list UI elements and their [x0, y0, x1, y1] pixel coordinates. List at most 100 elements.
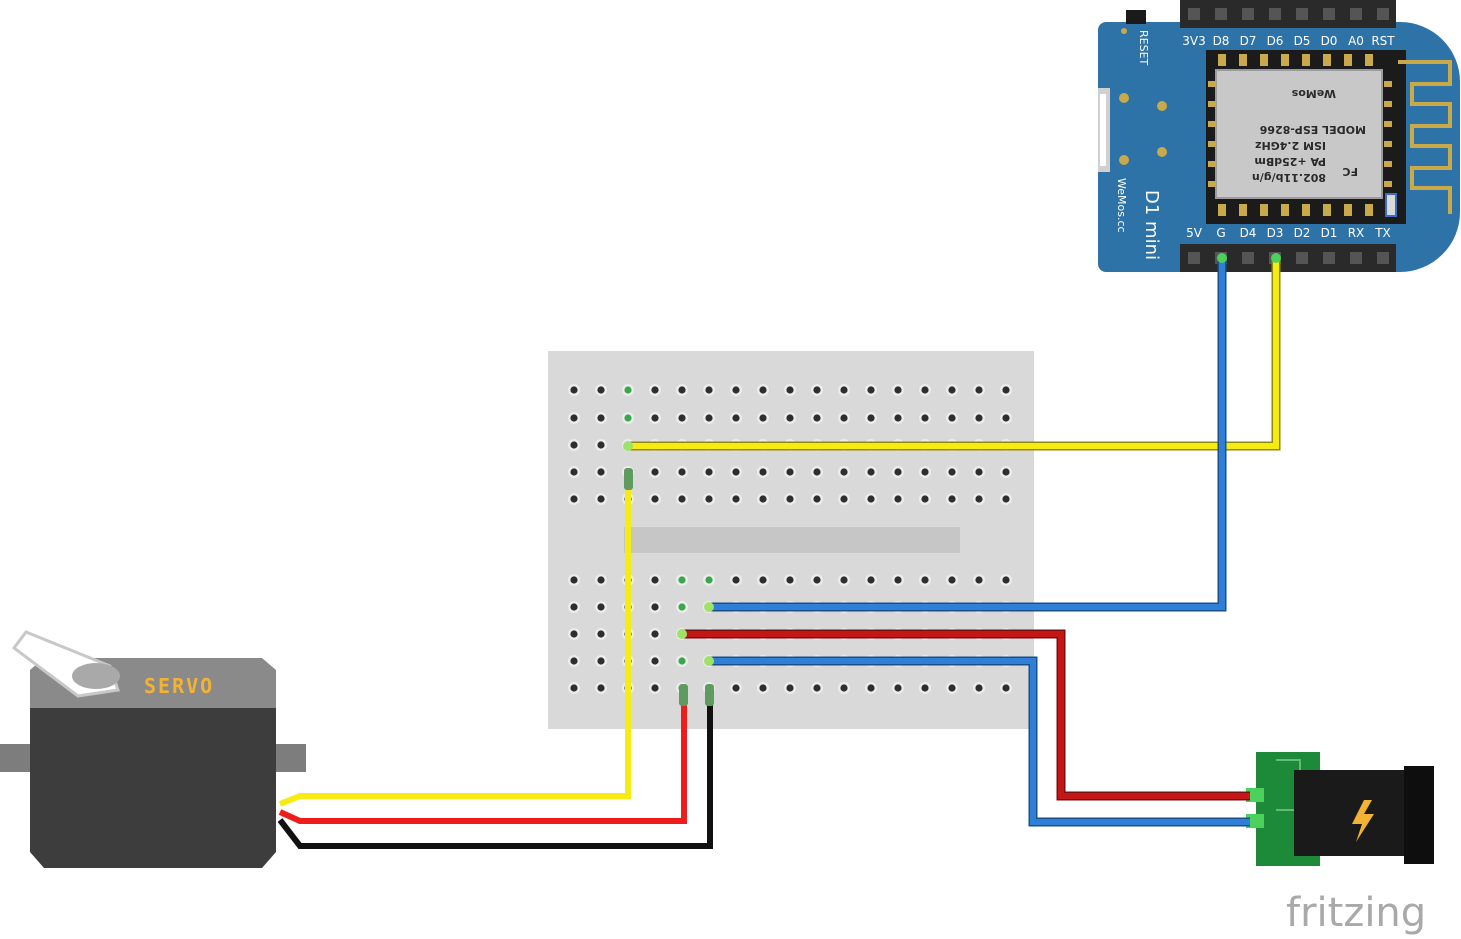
breadboard-hole-contact: [705, 495, 713, 503]
wire-end: [1271, 253, 1281, 263]
module-pad: [1384, 161, 1392, 167]
breadboard-hole-contact: [786, 495, 794, 503]
breadboard-hole-contact: [1002, 386, 1010, 394]
header-pin: [1188, 252, 1200, 264]
module-pad: [1208, 181, 1216, 187]
header-pin: [1296, 8, 1308, 20]
breadboard-hole-contact: [597, 495, 605, 503]
module-pad: [1302, 204, 1310, 216]
breadboard-hole-contact: [1002, 495, 1010, 503]
breadboard-hole-contact: [813, 576, 821, 584]
wires: [277, 253, 1281, 849]
breadboard-hole-contact: [678, 657, 686, 665]
wire-red-power[interactable]: [682, 631, 1250, 799]
breadboard-hole-contact: [867, 495, 875, 503]
wire-end: [704, 602, 714, 612]
wire-servo-signal[interactable]: [278, 476, 631, 807]
chip-cert: FC: [1342, 165, 1358, 178]
breadboard-hole-contact: [921, 468, 929, 476]
wire-blue-jack[interactable]: [709, 658, 1250, 825]
top-pin-label: D7: [1240, 34, 1257, 48]
jack-pin-negative: [1246, 814, 1264, 828]
header-pin: [1188, 8, 1200, 20]
wire-servo-power[interactable]: [278, 692, 687, 824]
fritzing-logo: fritzing: [1286, 890, 1426, 936]
breadboard-hole-contact: [786, 576, 794, 584]
module-pad: [1239, 204, 1247, 216]
header-pin: [1242, 8, 1254, 20]
breadboard-hole-contact: [732, 495, 740, 503]
mount-pad: [1121, 28, 1127, 34]
bottom-pin-label: RX: [1348, 226, 1365, 240]
breadboard-hole-contact: [975, 386, 983, 394]
reset-button[interactable]: [1126, 10, 1146, 24]
breadboard-hole-contact: [840, 684, 848, 692]
top-pin-label: D8: [1213, 34, 1230, 48]
breadboard-hole-contact: [651, 414, 659, 422]
servo-motor: SERVO: [0, 630, 306, 868]
led: [1385, 193, 1397, 217]
module-pad: [1208, 121, 1216, 127]
breadboard-hole-contact: [678, 603, 686, 611]
breadboard-hole-contact: [786, 386, 794, 394]
breadboard-hole-contact: [1002, 576, 1010, 584]
board-site: WeMos.cc: [1115, 178, 1128, 233]
breadboard-hole-contact: [759, 414, 767, 422]
module-pads: [1208, 54, 1392, 216]
module-pad: [1208, 81, 1216, 87]
breadboard-hole-contact: [759, 684, 767, 692]
wire-end: [624, 468, 633, 490]
module-pad: [1365, 54, 1373, 66]
breadboard-hole-contact: [651, 386, 659, 394]
breadboard-center-channel: [624, 527, 960, 553]
bottom-pin-label: D2: [1294, 226, 1311, 240]
breadboard-hole-contact: [975, 684, 983, 692]
breadboard-hole-contact: [651, 576, 659, 584]
module-pad: [1384, 181, 1392, 187]
top-pin-label: D5: [1294, 34, 1311, 48]
breadboard-hole-contact: [759, 386, 767, 394]
header-pin: [1323, 8, 1335, 20]
breadboard-hole-contact: [921, 576, 929, 584]
breadboard-hole-contact: [975, 468, 983, 476]
breadboard-hole-contact: [597, 414, 605, 422]
wire-blue-ground[interactable]: [709, 258, 1225, 610]
breadboard-hole-contact: [570, 630, 578, 638]
top-pin-label: D6: [1267, 34, 1284, 48]
chip-markings: FC 802.11b/g/n PA +25dBm ISM 2.4GHz MODE…: [1252, 87, 1366, 184]
dc-power-jack: [1246, 752, 1434, 866]
module-pad: [1344, 204, 1352, 216]
breadboard-hole-contact: [867, 468, 875, 476]
header-pin: [1242, 252, 1254, 264]
header-pin: [1350, 8, 1362, 20]
breadboard-hole-contact: [597, 630, 605, 638]
wire-yellow-d3[interactable]: [628, 258, 1279, 449]
wire-servo-ground[interactable]: [277, 692, 713, 849]
wire-end: [704, 656, 714, 666]
jack-rear: [1404, 766, 1434, 864]
module-pad: [1384, 81, 1392, 87]
mount-pad: [1119, 155, 1129, 165]
breadboard: [548, 351, 1034, 729]
bottom-pin-label: 5V: [1186, 226, 1203, 240]
mount-pad: [1157, 101, 1167, 111]
module-pad: [1218, 204, 1226, 216]
chip-band: ISM 2.4GHz: [1255, 139, 1326, 152]
breadboard-hole-contact: [894, 414, 902, 422]
breadboard-hole-contact: [570, 684, 578, 692]
breadboard-hole-contact: [732, 386, 740, 394]
header-pin: [1269, 8, 1281, 20]
module-pad: [1365, 204, 1373, 216]
module-pad: [1208, 101, 1216, 107]
breadboard-hole-contact: [651, 495, 659, 503]
rf-shield: [1215, 69, 1383, 199]
breadboard-hole-contact: [948, 468, 956, 476]
breadboard-hole-contact: [975, 495, 983, 503]
breadboard-hole-contact: [921, 386, 929, 394]
breadboard-hole-contact: [570, 657, 578, 665]
module-pad: [1344, 54, 1352, 66]
breadboard-hole-contact: [759, 468, 767, 476]
header-pin: [1377, 252, 1389, 264]
